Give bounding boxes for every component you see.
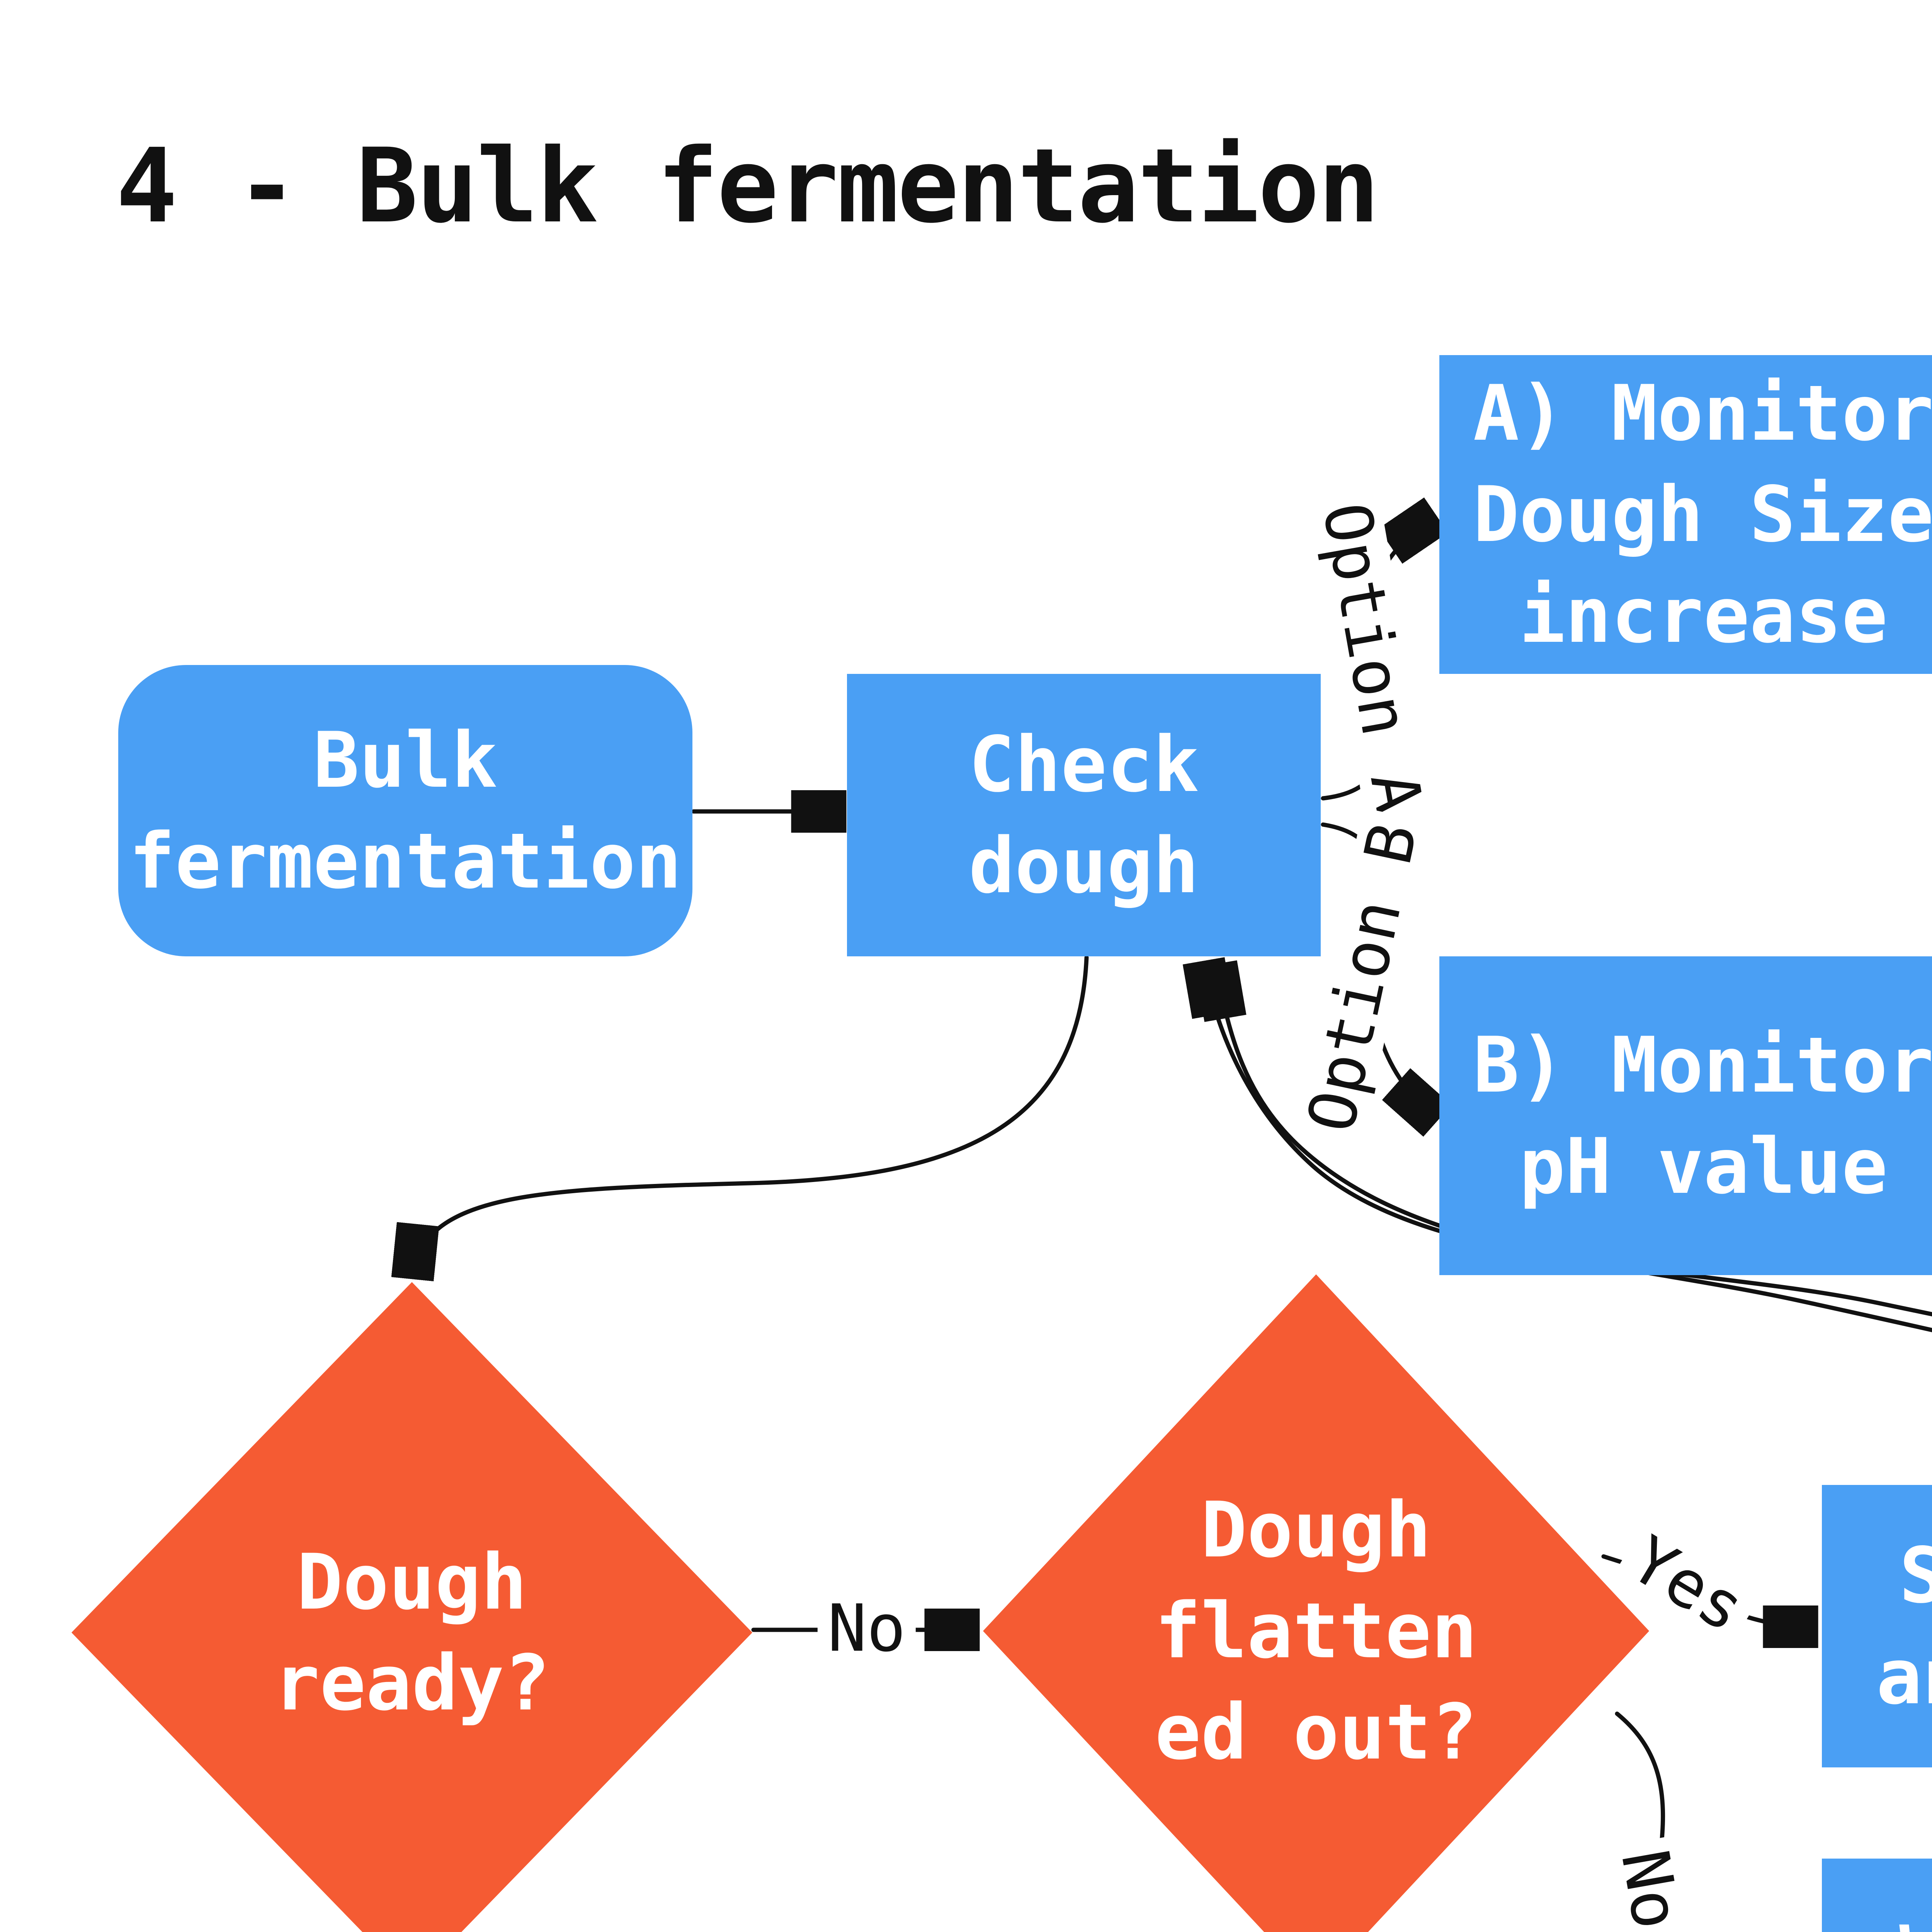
node-label: Check dough [968, 720, 1199, 910]
node-stretch-and-fold[interactable]: Stretch and fold [1822, 1485, 1932, 1767]
node-label: A) Monitor Dough Size increase [1473, 369, 1932, 660]
node-check-dough[interactable]: Check dough [847, 674, 1321, 956]
page-title: 4 - Bulk fermentation [116, 127, 1379, 246]
node-label: Dough flatten ed out? [1155, 1485, 1478, 1777]
edge-stretch-return-to-check [1204, 963, 1932, 1317]
node-bulk-fermentation[interactable]: Bulk fermentation [118, 665, 692, 956]
node-monitor-dough-size[interactable]: A) Monitor Dough Size increase [1439, 355, 1932, 674]
node-label: Bulk fermentation [129, 715, 682, 906]
node-wait-60-minutes[interactable]: Wait 60 minutes [1822, 1859, 1932, 1932]
edge-label-no-flattened: No [1607, 1835, 1695, 1932]
node-monitor-ph-value[interactable]: B) Monitor pH value [1439, 956, 1932, 1275]
node-label: B) Monitor pH value [1473, 1020, 1932, 1211]
node-label: Dough ready? [274, 1537, 550, 1728]
edge-check-to-dough-ready [413, 955, 1089, 1277]
edge-label-no-ready: No [817, 1594, 916, 1663]
edge-wait-return-to-check [1216, 966, 1932, 1332]
node-label: Wait 60 minutes [1899, 1903, 1932, 1932]
node-label: Stretch and fold [1876, 1531, 1932, 1721]
